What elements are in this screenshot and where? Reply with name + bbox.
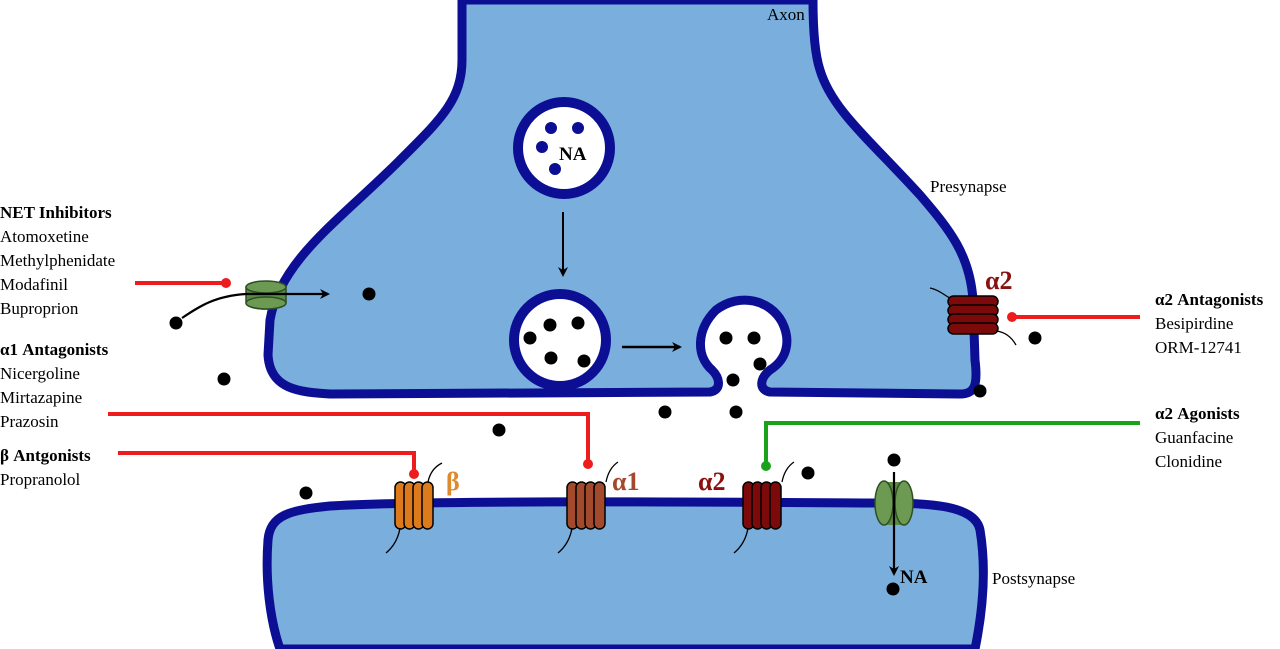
na-molecule <box>1028 331 1042 345</box>
drug-name: ORM-12741 <box>1155 338 1242 357</box>
na-molecule <box>362 287 376 301</box>
na-molecule <box>726 373 740 387</box>
postsynaptic-alpha2-label: α2 <box>698 467 726 496</box>
na-label-postsynapse: NA <box>900 567 928 588</box>
alpha2-antagonist-end <box>1007 312 1017 322</box>
na-molecule <box>973 384 987 398</box>
na-molecule <box>747 331 761 345</box>
alpha1-label: α1 <box>612 467 640 496</box>
alpha1-antagonist-end <box>583 459 593 469</box>
alpha1-antagonist-line <box>108 412 590 462</box>
na-molecule <box>801 466 815 480</box>
na-molecule <box>719 331 733 345</box>
drug-group-title: α1 Antagonists <box>0 340 109 359</box>
alpha2-agonists-group: α2 Agonists Guanfacine Clonidine <box>1155 404 1240 471</box>
na-molecule <box>577 354 591 368</box>
net-inhibitor-end <box>221 278 231 288</box>
na-molecule <box>217 372 231 386</box>
beta-antagonists-group: β Antgonists Propranolol <box>0 446 91 489</box>
alpha1-antagonists-group: α1 Antagonists Nicergoline Mirtazapine P… <box>0 340 109 431</box>
beta-receptor[interactable] <box>385 462 443 554</box>
na-molecule <box>544 351 558 365</box>
na-molecule <box>572 122 584 134</box>
na-molecule <box>886 582 900 596</box>
na-molecule <box>729 405 743 419</box>
na-label-vesicle: NA <box>559 144 587 165</box>
na-molecule <box>571 316 585 330</box>
na-molecule <box>543 318 557 332</box>
drug-name: Mirtazapine <box>0 388 82 407</box>
na-molecule <box>299 486 313 500</box>
presynaptic-alpha2-label: α2 <box>985 266 1013 295</box>
drug-name: Buproprion <box>0 299 79 318</box>
na-molecule <box>536 141 548 153</box>
drug-name: Methylphenidate <box>0 251 115 270</box>
na-molecule <box>169 316 183 330</box>
drug-name: Guanfacine <box>1155 428 1233 447</box>
drug-name: Besipirdine <box>1155 314 1233 333</box>
net-transporter[interactable] <box>245 280 287 310</box>
drug-group-title: NET Inhibitors <box>0 203 112 222</box>
na-molecule <box>753 357 767 371</box>
net-inhibitors-group: NET Inhibitors Atomoxetine Methylphenida… <box>0 203 115 318</box>
beta-antagonist-line <box>118 451 416 472</box>
presynaptic-alpha2-receptor[interactable] <box>929 287 1017 346</box>
na-molecule <box>887 453 901 467</box>
drug-group-title: α2 Antagonists <box>1155 290 1264 309</box>
postsynaptic-terminal <box>262 497 988 649</box>
alpha1-receptor[interactable] <box>557 461 619 554</box>
beta-label: β <box>446 467 460 496</box>
beta-antagonist-end <box>409 469 419 479</box>
drug-name: Atomoxetine <box>0 227 89 246</box>
alpha2-antagonists-group: α2 Antagonists Besipirdine ORM-12741 <box>1155 290 1264 357</box>
postsynapse-label: Postsynapse <box>992 569 1075 588</box>
na-molecule <box>545 122 557 134</box>
postsynaptic-alpha2-receptor[interactable] <box>733 461 795 554</box>
vesicle-docked <box>509 289 611 391</box>
presynaptic-terminal <box>263 0 981 399</box>
drug-name: Propranolol <box>0 470 81 489</box>
drug-name: Prazosin <box>0 412 59 431</box>
na-molecule <box>658 405 672 419</box>
drug-name: Clonidine <box>1155 452 1222 471</box>
axon-label: Axon <box>767 5 805 24</box>
reuptake-arrow <box>181 289 330 319</box>
na-molecule <box>523 331 537 345</box>
vesicle-storage: NA <box>513 97 615 199</box>
alpha2-agonist-line <box>764 421 1140 464</box>
drug-group-title: α2 Agonists <box>1155 404 1240 423</box>
drug-group-title: β Antgonists <box>0 446 91 465</box>
presynapse-label: Presynapse <box>930 177 1006 196</box>
na-molecule <box>492 423 506 437</box>
drug-name: Modafinil <box>0 275 68 294</box>
na-molecule <box>549 163 561 175</box>
alpha2-agonist-end <box>761 461 771 471</box>
drug-name: Nicergoline <box>0 364 80 383</box>
